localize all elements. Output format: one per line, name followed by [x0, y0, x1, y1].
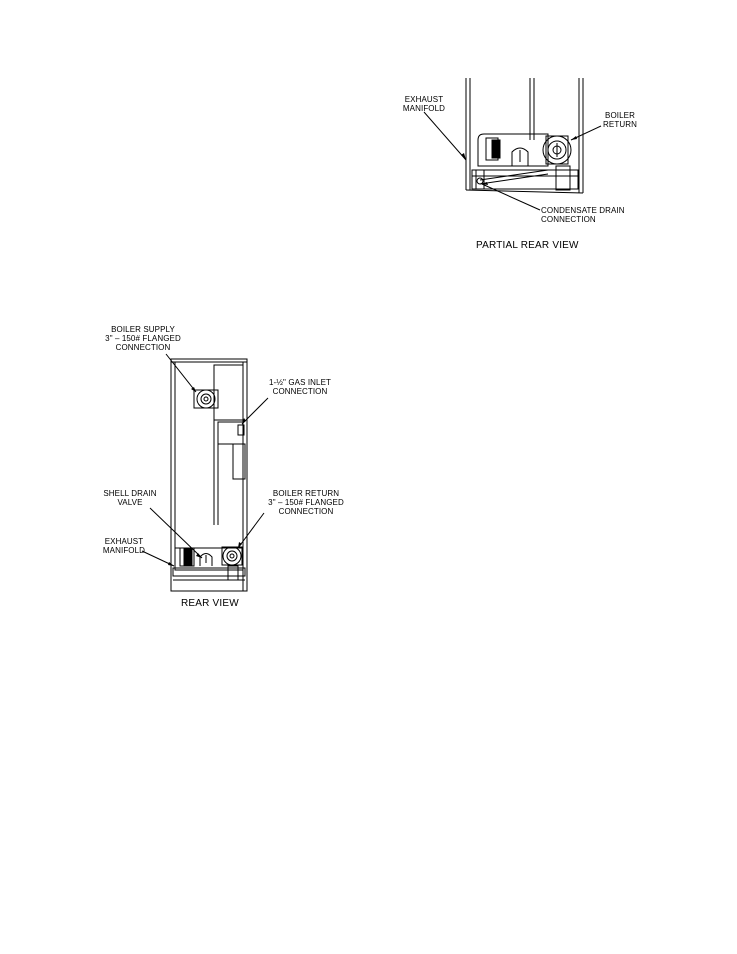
rear-exhaust-fins	[184, 549, 192, 565]
rear-base-frame	[173, 568, 245, 576]
label-line: EXHAUST	[396, 95, 452, 104]
rear-label-boiler-supply: BOILER SUPPLY 3" – 150# FLANGED CONNECTI…	[88, 325, 198, 352]
partial-label-condensate-drain: CONDENSATE DRAIN CONNECTION	[541, 206, 641, 224]
label-line: VALVE	[100, 498, 160, 507]
label-line: RETURN	[596, 120, 644, 129]
partial-rear-view-caption: PARTIAL REAR VIEW	[476, 240, 579, 251]
rear-return-bore	[230, 554, 234, 558]
rear-view-caption: REAR VIEW	[181, 598, 239, 609]
label-line: CONNECTION	[88, 343, 198, 352]
label-line: EXHAUST	[96, 537, 152, 546]
label-line: MANIFOLD	[96, 546, 152, 555]
label-line: 3" – 150# FLANGED	[88, 334, 198, 343]
rear-supply-pipe	[201, 394, 211, 404]
label-line: BOILER SUPPLY	[88, 325, 198, 334]
rear-leader-return	[238, 513, 264, 548]
label-line: CONNECTION	[541, 215, 641, 224]
partial-label-boiler-return: BOILER RETURN	[596, 111, 644, 129]
label-line: BOILER RETURN	[258, 489, 354, 498]
rear-supply-bore	[204, 397, 208, 401]
label-line: BOILER	[596, 111, 644, 120]
rear-leader-gas	[242, 398, 268, 424]
label-line: SHELL DRAIN	[100, 489, 160, 498]
rear-cabinet-outline	[171, 359, 247, 591]
label-line: MANIFOLD	[396, 104, 452, 113]
partial-label-exhaust-manifold: EXHAUST MANIFOLD	[396, 95, 452, 113]
label-line: 3" – 150# FLANGED	[258, 498, 354, 507]
label-line: CONNECTION	[258, 507, 354, 516]
rear-label-exhaust-manifold: EXHAUST MANIFOLD	[96, 537, 152, 555]
rear-label-boiler-return: BOILER RETURN 3" – 150# FLANGED CONNECTI…	[258, 489, 354, 516]
rear-supply-flange	[197, 390, 215, 408]
rear-return-flange	[223, 547, 241, 565]
rear-label-shell-drain: SHELL DRAIN VALVE	[100, 489, 160, 507]
label-line: CONNECTION	[262, 387, 338, 396]
label-line: 1-½" GAS INLET	[262, 378, 338, 387]
rear-leader-drain	[150, 508, 202, 558]
rear-return-pipe	[227, 551, 237, 561]
label-line: CONDENSATE DRAIN	[541, 206, 641, 215]
rear-label-gas-inlet: 1-½" GAS INLET CONNECTION	[262, 378, 338, 396]
